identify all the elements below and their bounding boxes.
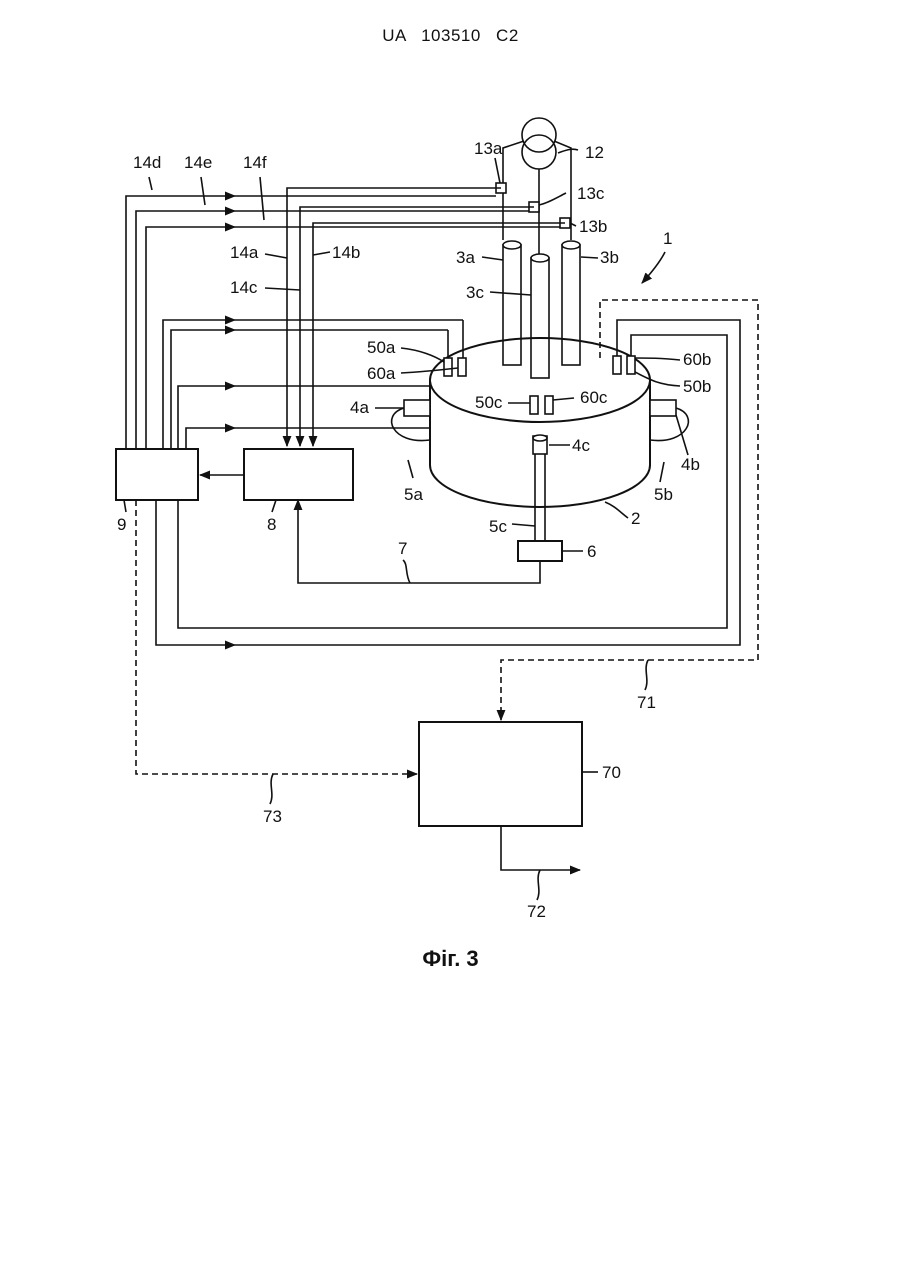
label-13b: 13b [579, 217, 607, 236]
label-73: 73 [263, 807, 282, 826]
label-5b: 5b [654, 485, 673, 504]
label-14f: 14f [243, 153, 267, 172]
label-50c: 50c [475, 393, 503, 412]
electrode-3c [531, 254, 549, 378]
pickup-4b [650, 400, 676, 416]
label-14a: 14a [230, 243, 259, 262]
label-3b: 3b [600, 248, 619, 267]
label-72: 72 [527, 902, 546, 921]
evaluation-unit-70 [419, 722, 582, 826]
label-3c: 3c [466, 283, 484, 302]
pickup-4c [533, 435, 547, 454]
sensor-50a [444, 358, 452, 376]
figure-caption: Фіг. 3 [0, 946, 901, 972]
label-6: 6 [587, 542, 596, 561]
label-1: 1 [663, 229, 672, 248]
label-2: 2 [631, 509, 640, 528]
sensor-60b [613, 356, 621, 374]
label-7: 7 [398, 539, 407, 558]
sensor-60a [458, 358, 466, 376]
sensor-50b [627, 356, 635, 374]
label-70: 70 [602, 763, 621, 782]
label-13a: 13a [474, 139, 503, 158]
label-9: 9 [117, 515, 126, 534]
control-unit-8 [244, 449, 353, 500]
device-6 [518, 541, 562, 561]
label-12: 12 [585, 143, 604, 162]
label-60a: 60a [367, 364, 396, 383]
electrode-3a [503, 241, 521, 365]
label-50a: 50a [367, 338, 396, 357]
label-5a: 5a [404, 485, 423, 504]
label-60b: 60b [683, 350, 711, 369]
electrode-3b [562, 241, 580, 365]
label-60c: 60c [580, 388, 608, 407]
label-13c: 13c [577, 184, 605, 203]
label-4c: 4c [572, 436, 590, 455]
label-14b: 14b [332, 243, 360, 262]
pickup-4a [404, 400, 430, 416]
label-71: 71 [637, 693, 656, 712]
label-50b: 50b [683, 377, 711, 396]
transformer-12 [503, 118, 571, 255]
label-3a: 3a [456, 248, 475, 267]
label-14d: 14d [133, 153, 161, 172]
label-4b: 4b [681, 455, 700, 474]
sensor-50c [530, 396, 538, 414]
sensor-60c [545, 396, 553, 414]
label-14c: 14c [230, 278, 258, 297]
label-14e: 14e [184, 153, 212, 172]
label-8: 8 [267, 515, 276, 534]
control-unit-9 [116, 449, 198, 500]
label-4a: 4a [350, 398, 369, 417]
label-5c: 5c [489, 517, 507, 536]
